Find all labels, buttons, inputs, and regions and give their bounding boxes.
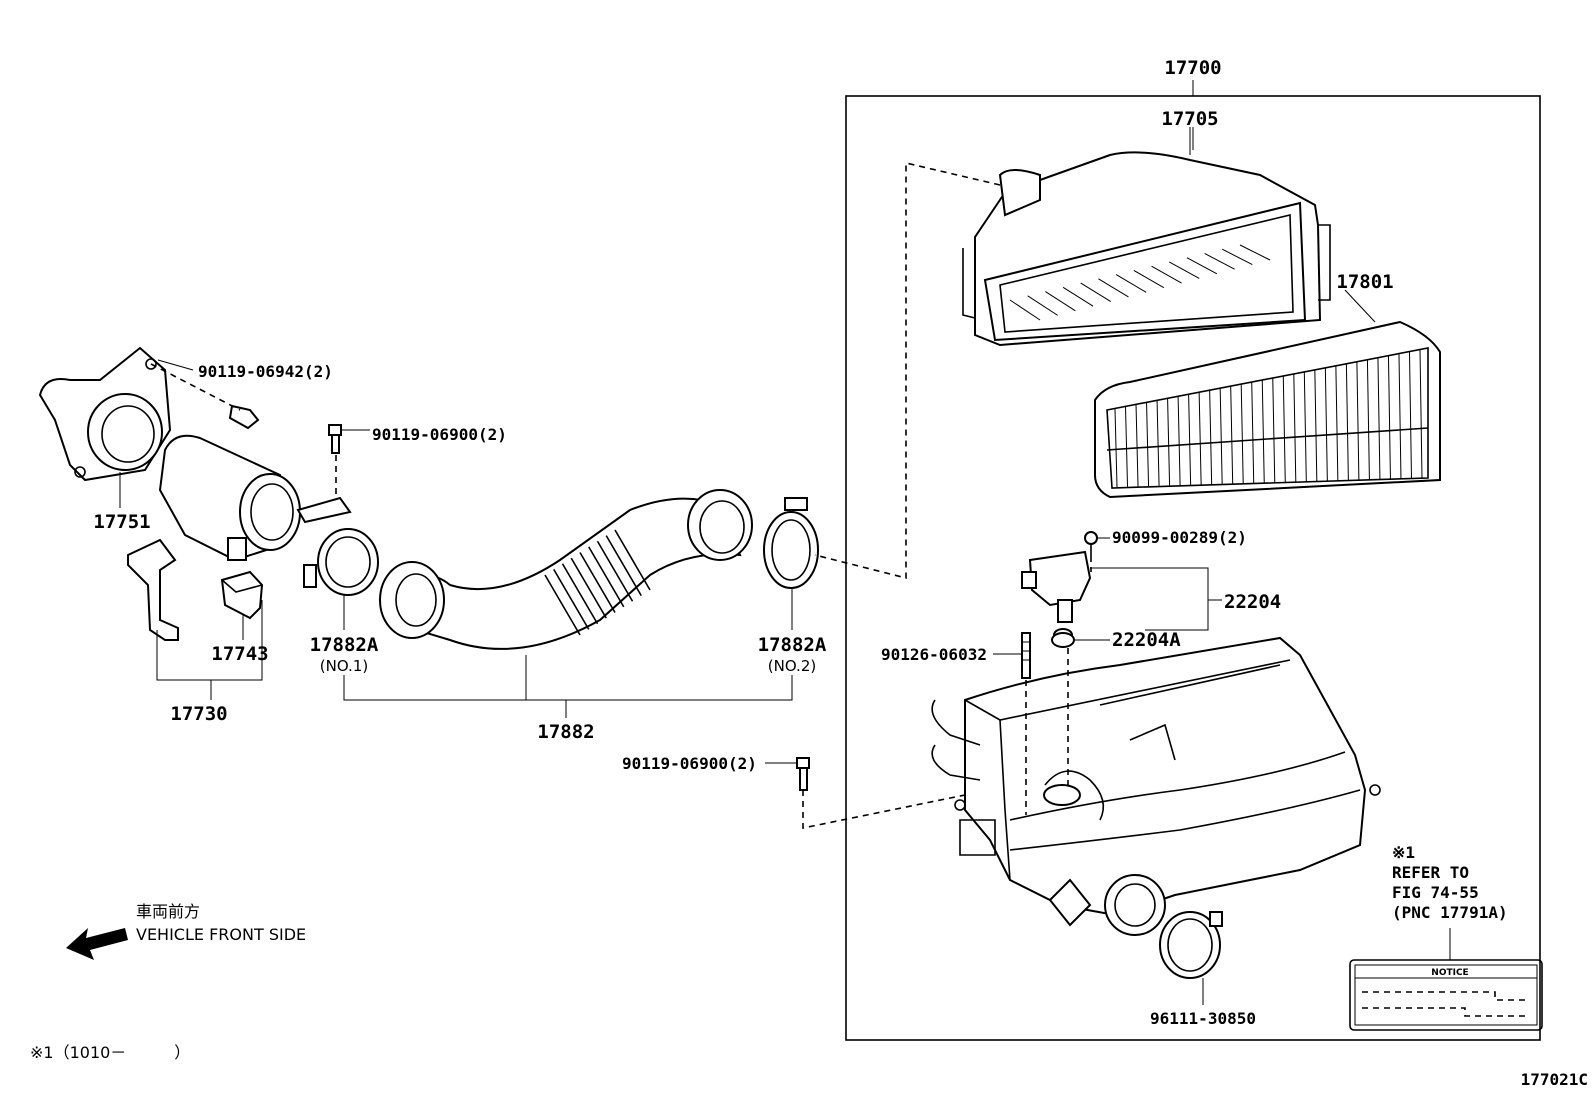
clamp-96111 [1159, 911, 1223, 979]
label-17751: 17751 [93, 511, 150, 533]
vehicle-front-en: VEHICLE FRONT SIDE [136, 925, 306, 944]
pad-17743 [220, 570, 264, 620]
footnote: ※1（1010－ ） [30, 1043, 190, 1062]
ref-note-line2: FIG 74-55 [1392, 883, 1479, 902]
vehicle-front-arrow-icon [66, 928, 128, 960]
label-17882a-no1: 17882A [310, 634, 379, 656]
ref-note-line1: REFER TO [1392, 863, 1469, 882]
label-22204a: 22204A [1112, 629, 1181, 651]
label-90099-00289: 90099-00289(2) [1112, 528, 1247, 547]
label-17882a-no2: 17882A [758, 634, 827, 656]
label-17801: 17801 [1336, 271, 1393, 293]
airflow-meter [1021, 550, 1092, 642]
label-17730: 17730 [170, 703, 227, 725]
air-cleaner-case [931, 636, 1381, 936]
figure-id: 177021C [1521, 1070, 1588, 1089]
filter-element [1094, 320, 1441, 499]
label-90119-06900-upper: 90119-06900(2) [372, 425, 507, 444]
label-90119-06900-lower: 90119-06900(2) [622, 754, 757, 773]
label-17882: 17882 [537, 721, 594, 743]
label-17882a-no1-sub: (NO.1) [320, 657, 368, 675]
clamp-17882a-no1 [303, 528, 379, 596]
label-22204: 22204 [1224, 591, 1281, 613]
bolt-90119-lower [796, 757, 810, 791]
notice-label-text: NOTICE [1431, 968, 1468, 978]
label-17882a-no2-sub: (NO.2) [768, 657, 816, 675]
label-96111-30850: 96111-30850 [1150, 1009, 1256, 1028]
label-17705: 17705 [1161, 108, 1218, 130]
intake-hose [378, 489, 753, 650]
clamp-17882a-no2 [763, 497, 819, 589]
label-17743: 17743 [211, 643, 268, 665]
vehicle-front-jp: 車両前方 [136, 902, 200, 921]
ref-note-line3: (PNC 17791A) [1392, 903, 1508, 922]
label-17700: 17700 [1164, 57, 1221, 79]
bolt-90119-upper [328, 424, 342, 454]
bolt-90119-06942 [228, 404, 260, 430]
notice-label: NOTICE [1349, 959, 1543, 1031]
label-90126-06032: 90126-06032 [881, 645, 987, 664]
stud-90126 [1021, 632, 1031, 679]
resonator [127, 434, 352, 641]
inlet-duct [38, 346, 172, 482]
screw-90099 [1084, 531, 1098, 556]
label-90119-06942: 90119-06942(2) [198, 362, 333, 381]
o-ring [1051, 632, 1075, 648]
ref-note-mark: ※1 [1392, 843, 1415, 862]
air-cleaner-cap [962, 151, 1331, 347]
